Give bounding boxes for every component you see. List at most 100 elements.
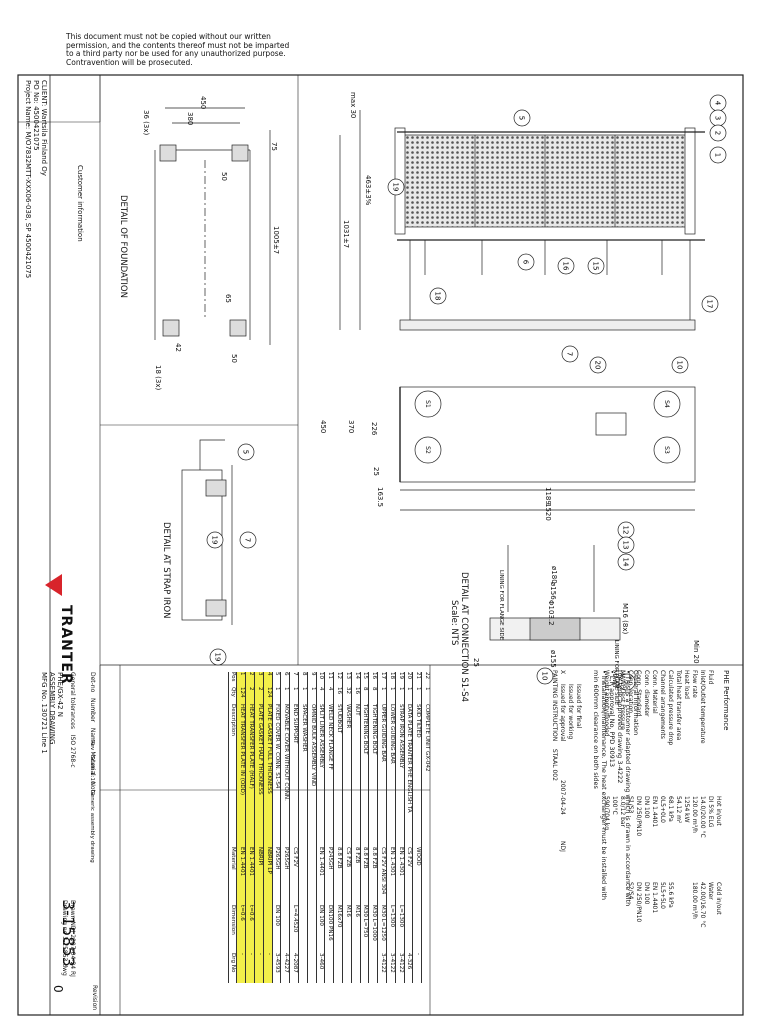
foundation-detail <box>154 107 271 345</box>
dim-plan-25: 25 <box>372 467 380 476</box>
po-label: PO No: <box>32 80 40 104</box>
parts-cell: 20 <box>406 672 413 680</box>
parts-cell: DN100 PN16 <box>327 905 334 941</box>
parts-cell: M16 <box>353 905 360 917</box>
parts-cell: Pos <box>230 672 237 682</box>
parts-cell <box>369 953 377 983</box>
parts-cell: 9 <box>309 672 316 676</box>
parts-cell: WELD NECK FLANGE FF <box>327 704 334 770</box>
parts-cell: OMNID BULK ASSEMBLY VIND <box>309 704 316 787</box>
parts-cell <box>422 905 430 950</box>
svg-text:19: 19 <box>214 653 222 662</box>
dim-1005: 1005±7 <box>272 226 280 255</box>
balloon-callout: 5 <box>618 673 636 691</box>
svg-text:3: 3 <box>714 116 722 120</box>
mfg-number: MFG No. 130721 Line 1 <box>40 672 48 754</box>
parts-cell: - <box>415 953 422 956</box>
parts-cell <box>352 953 360 983</box>
parts-cell: TIGHTENING BOLT <box>371 704 378 755</box>
parts-cell <box>422 847 430 902</box>
parts-cell <box>264 905 272 950</box>
svg-text:10: 10 <box>541 672 549 681</box>
svg-text:7: 7 <box>244 538 252 542</box>
scale-value: 1:10 <box>89 772 95 785</box>
parts-cell: 1 <box>283 687 290 691</box>
parts-cell <box>255 905 263 950</box>
parts-cell: DATA PLATE TRANTER PHE ENGLISH TA <box>406 704 413 813</box>
dim-max30: max 30 <box>349 92 357 119</box>
general-info: General information • This is a customer… <box>592 670 640 906</box>
performance-cell: EN 1.4401 <box>651 882 658 914</box>
scale-block: Rev Scale 1:10 Generic assembly drawing <box>88 740 96 863</box>
balloon-callout: 1 <box>709 146 727 164</box>
parts-cell: P265GH <box>283 847 290 870</box>
performance-cell: Flow rate <box>691 670 698 698</box>
tolerance-block: General tolerances ISO 2768-c <box>68 672 76 768</box>
performance-cell: 120.00 m³/h <box>691 796 698 833</box>
svg-text:6: 6 <box>522 260 530 265</box>
parts-cell: 1 <box>388 687 395 691</box>
svg-text:14: 14 <box>622 558 630 567</box>
svg-text:7: 7 <box>566 352 574 356</box>
parts-cell: HEAT TRANSFER PLATE IN (ODD) <box>239 704 246 796</box>
parts-cell: 8.8 FZB <box>336 847 343 869</box>
performance-cell: Water <box>707 882 714 900</box>
performance-cell: DI 5% ELG <box>707 796 714 828</box>
parts-cell: 13 <box>344 672 351 680</box>
svg-text:19: 19 <box>211 536 219 545</box>
parts-cell: t=0.6 <box>248 905 255 921</box>
performance-cell: Conn. Material <box>651 670 658 714</box>
svg-text:15: 15 <box>592 262 600 271</box>
elevation-view <box>339 110 705 331</box>
dim-463: 463±3% <box>364 175 372 206</box>
parts-cell: 6 <box>283 672 290 676</box>
general-title: General information <box>632 670 640 736</box>
dim-m16: M16 (8x) <box>621 603 629 635</box>
status-cell: NDJ <box>559 841 566 852</box>
svg-text:2: 2 <box>714 131 722 135</box>
performance-cell: Total heat transfer area <box>675 670 682 741</box>
parts-cell: CS F2V <box>406 847 413 867</box>
performance-cell: Heat load <box>683 670 690 699</box>
status-cell: X <box>559 670 566 675</box>
performance-cell <box>674 882 682 962</box>
parts-cell: 5 <box>274 672 281 676</box>
parts-cell: 124 <box>265 687 272 698</box>
parts-cell <box>299 847 307 902</box>
dim-65: 65 <box>224 294 232 303</box>
parts-cell: 16 <box>336 687 343 695</box>
parts-cell: NUT <box>353 704 360 716</box>
dim-18: 18 (3x) <box>154 365 162 391</box>
balloon-callout: 15 <box>587 257 605 275</box>
general-note: • L.R approval No. PPD 30913 <box>608 670 616 768</box>
svg-text:4: 4 <box>714 101 722 106</box>
notice-line: Contravention will be prosecuted. <box>66 57 193 67</box>
general-note: min 600mm clearance on both sides <box>592 670 600 789</box>
parts-cell: 3-4122 <box>388 953 395 973</box>
parts-cell: COMPLETE UNIT GX-042 <box>424 704 430 772</box>
dim-plan-1520: 1520 <box>544 503 552 521</box>
balloon-callout: 2 <box>709 124 727 142</box>
parts-cell: 1 <box>300 687 307 691</box>
parts-cell: Material <box>230 847 237 870</box>
revision-value: 0 <box>51 985 65 993</box>
svg-text:13: 13 <box>622 541 630 550</box>
parts-cell: L=1300 <box>388 905 395 928</box>
status-cell: 2007-04-24 <box>559 780 566 815</box>
parts-cell: EN 1.4401 <box>318 847 325 877</box>
balloon-callout: 17 <box>701 295 719 313</box>
parts-cell: STRAP IRON ASSEMBLY <box>397 704 404 769</box>
performance-cell: Inlet/Outlet temperature <box>699 670 706 744</box>
status-cell: Issued for approval <box>559 684 566 742</box>
